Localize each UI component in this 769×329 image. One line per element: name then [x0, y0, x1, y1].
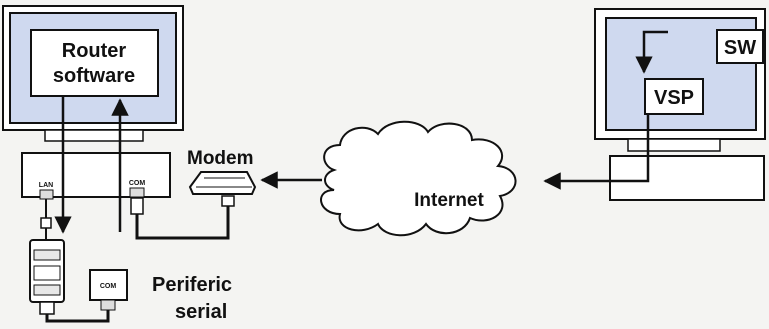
serial-peripheral: COM Periferic serial: [89, 269, 232, 323]
right-monitor-stand: [627, 138, 721, 152]
peripheral-box: [89, 269, 128, 301]
vsp-window: [644, 78, 704, 115]
right-computer: SW VSP: [594, 8, 766, 201]
lan-cable: [40, 199, 52, 240]
modem: Modem: [187, 148, 257, 195]
lan-port-label: LAN: [39, 182, 53, 189]
lan-port: [39, 189, 54, 200]
peripheral-label-line1: Periferic: [152, 274, 232, 296]
cloud-shape: [320, 120, 517, 237]
sw-window: [716, 29, 764, 64]
sw-label: SW: [724, 37, 756, 59]
serial-cable: [45, 310, 110, 323]
router-software-window: [30, 29, 159, 97]
router-software-label-line2: software: [53, 65, 135, 87]
vsp-label: VSP: [654, 87, 694, 109]
com-port-label: COM: [129, 180, 146, 187]
sw-to-vsp-arrow: [635, 30, 668, 74]
internet-label: Internet: [414, 190, 484, 211]
left-computer: Router software LAN COM: [2, 5, 184, 234]
modem-label: Modem: [187, 148, 254, 169]
com-modem-cable: [130, 195, 235, 240]
router-software-label-line1: Router: [62, 40, 127, 62]
vsp-to-internet-line: [608, 114, 650, 183]
com-port: [129, 187, 145, 198]
left-monitor-stand: [44, 129, 144, 142]
modem-body: [188, 171, 257, 195]
peripheral-com-label: COM: [100, 283, 117, 290]
right-base-unit: [609, 155, 765, 201]
peripheral-label-line2: serial: [175, 301, 227, 323]
internet-cloud: Internet: [320, 120, 517, 237]
device-server: [29, 239, 65, 315]
